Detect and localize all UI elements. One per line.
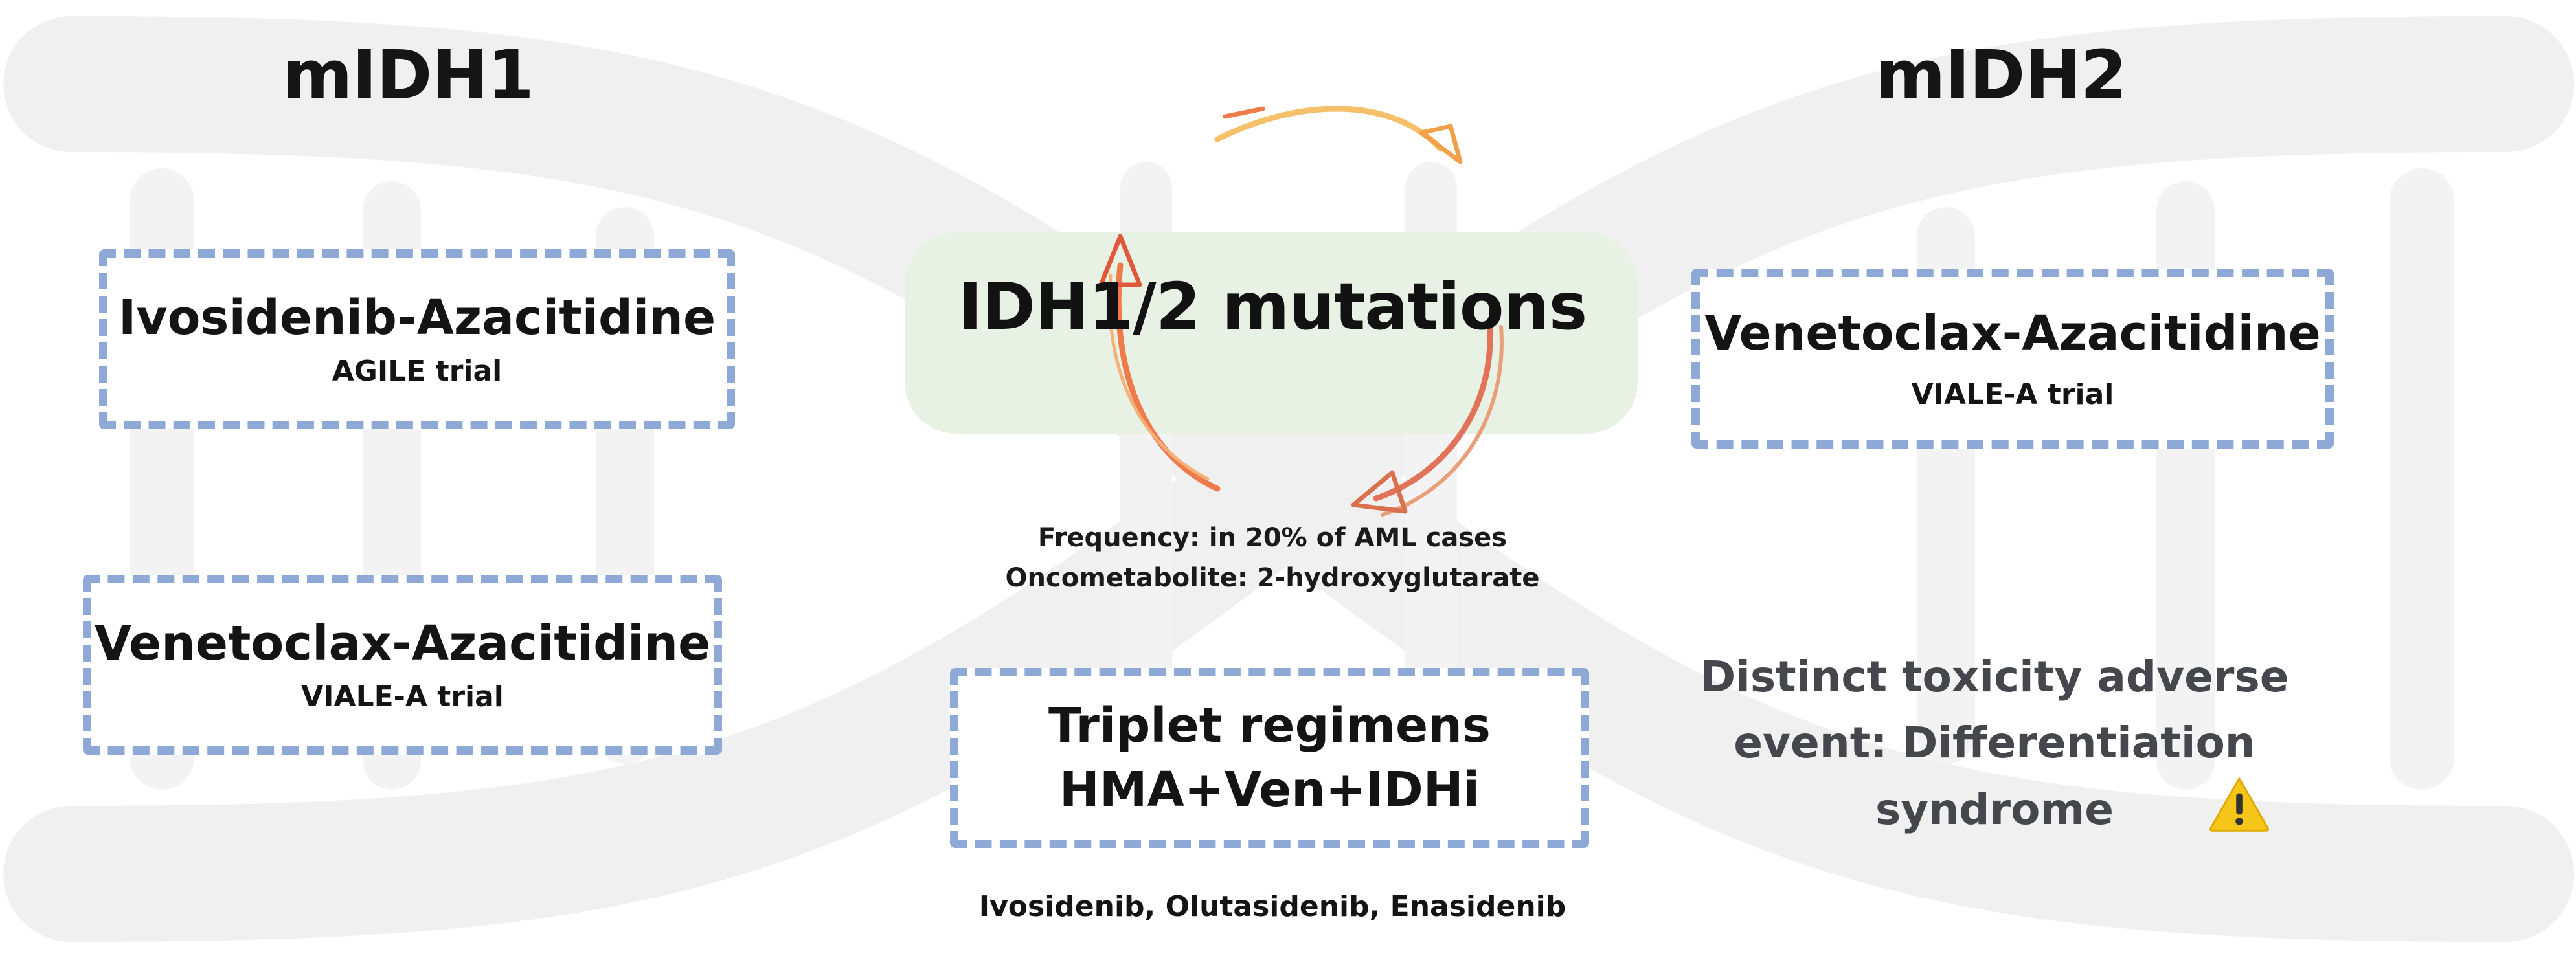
toxicity-line-2: event: Differentiation (1734, 718, 2255, 768)
trial-label: VIALE-A trial (1911, 378, 2114, 412)
box-title: Venetoclax-Azacitidine (1704, 305, 2321, 361)
trial-label: AGILE trial (332, 355, 503, 388)
oncometabolite-text: Oncometabolite: 2-hydroxyglutarate (1005, 563, 1540, 593)
cycle-arrows (1098, 106, 1504, 517)
warning-icon (2209, 777, 2270, 832)
center-title: IDH1/2 mutations (958, 269, 1588, 344)
toxicity-line-1: Distinct toxicity adverse (1700, 652, 2289, 702)
toxicity-line-3: syndrome (1875, 784, 2114, 834)
heading-midh1: mIDH1 (282, 36, 534, 115)
triplet-regimens-box: Triplet regimens HMA+Ven+IDHi (950, 668, 1589, 848)
ivosidenib-azacitidine-box: Ivosidenib-Azacitidine AGILE trial (99, 249, 735, 429)
triplet-title: Triplet regimens (1048, 697, 1491, 753)
venetoclax-azacitidine-box-midh2: Venetoclax-Azacitidine VIALE-A trial (1691, 269, 2334, 449)
dna-helix (3, 16, 2574, 942)
frequency-text: Frequency: in 20% of AML cases (1037, 523, 1508, 553)
triplet-formula: HMA+Ven+IDHi (1059, 762, 1480, 818)
toxicity-note: Distinct toxicity adverse event: Differe… (1658, 644, 2331, 843)
trial-label: VIALE-A trial (301, 680, 504, 714)
box-title: Venetoclax-Azacitidine (94, 615, 711, 671)
venetoclax-azacitidine-box-midh1: Venetoclax-Azacitidine VIALE-A trial (83, 575, 722, 755)
center-stats: Frequency: in 20% of AML cases Oncometab… (907, 518, 1638, 598)
box-title: Ivosidenib-Azacitidine (118, 289, 716, 346)
heading-midh2: mIDH2 (1875, 36, 2127, 115)
center-highlight (905, 232, 1638, 434)
idhi-drug-list: Ivosidenib, Olutasidenib, Enasidenib (978, 890, 1566, 923)
